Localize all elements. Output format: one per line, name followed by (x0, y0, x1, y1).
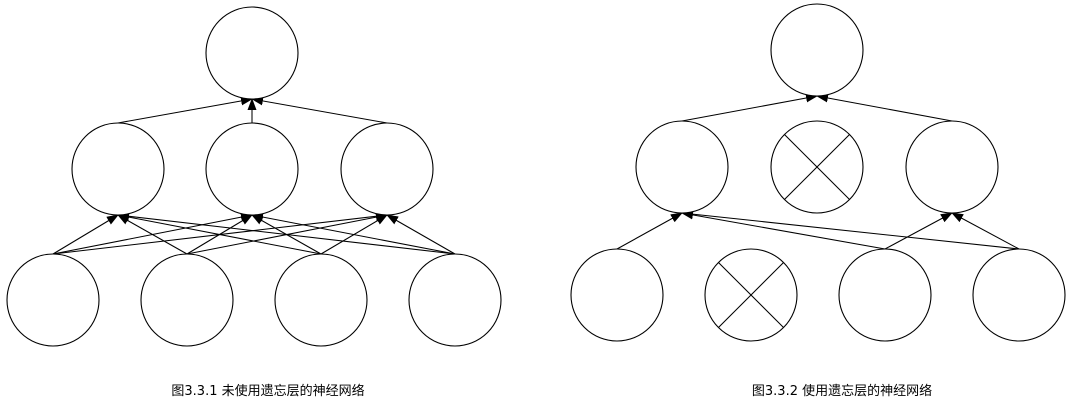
caption-without-dropout: 图3.3.1 未使用遗忘层的神经网络 (171, 384, 365, 399)
dropout-cross-line (784, 134, 850, 200)
input-node-2 (274, 253, 368, 347)
node-circle (905, 120, 999, 214)
edge-input-0-to-hidden-0 (52, 214, 119, 255)
edge-input-3-to-hidden-1 (251, 212, 456, 255)
input-node-1 (140, 253, 234, 347)
edge-input-3-to-hidden-0 (117, 211, 456, 255)
network-without-dropout (6, 6, 502, 347)
edge-hidden-2-to-output-0 (816, 93, 953, 122)
dropped-hidden-node-1 (770, 120, 864, 214)
hidden-node-0 (635, 120, 729, 214)
node-circle (408, 253, 502, 347)
input-node-0 (6, 253, 100, 347)
input-node-3 (408, 253, 502, 347)
node-circle (838, 248, 932, 342)
node-circle (205, 122, 299, 216)
edge-input-2-to-hidden-2 (884, 212, 953, 250)
node-circle (635, 120, 729, 214)
node-circle (340, 122, 434, 216)
input-node-2 (838, 248, 932, 342)
input-node-0 (570, 248, 664, 342)
node-circle (140, 253, 234, 347)
output-node-0 (770, 3, 864, 97)
edge-input-2-to-hidden-0 (117, 212, 322, 255)
hidden-node-1 (205, 122, 299, 216)
node-circle (205, 6, 299, 100)
output-node-0 (205, 6, 299, 100)
dropout-cross-line (718, 262, 784, 328)
edge-input-3-to-hidden-2 (951, 212, 1020, 250)
edge-input-0-to-hidden-0 (616, 212, 683, 250)
caption-with-dropout: 图3.3.2 使用遗忘层的神经网络 (751, 384, 933, 399)
network-with-dropout (570, 3, 1066, 342)
node-circle (6, 253, 100, 347)
edge-hidden-0-to-output-0 (681, 93, 818, 122)
hidden-node-2 (905, 120, 999, 214)
edge-input-3-to-hidden-2 (386, 214, 456, 255)
hidden-node-2 (340, 122, 434, 216)
edge-hidden-2-to-output-0 (251, 96, 388, 124)
edge-input-3-to-hidden-0 (681, 209, 1020, 250)
input-node-3 (972, 248, 1066, 342)
node-circle (71, 122, 165, 216)
node-circle (570, 248, 664, 342)
edge-hidden-0-to-output-0 (117, 96, 253, 124)
edge-input-1-to-hidden-0 (117, 214, 188, 255)
node-circle (770, 3, 864, 97)
dropped-input-node-1 (704, 248, 798, 342)
node-circle (972, 248, 1066, 342)
node-circle (274, 253, 368, 347)
hidden-node-0 (71, 122, 165, 216)
edge-input-2-to-hidden-0 (681, 210, 886, 250)
